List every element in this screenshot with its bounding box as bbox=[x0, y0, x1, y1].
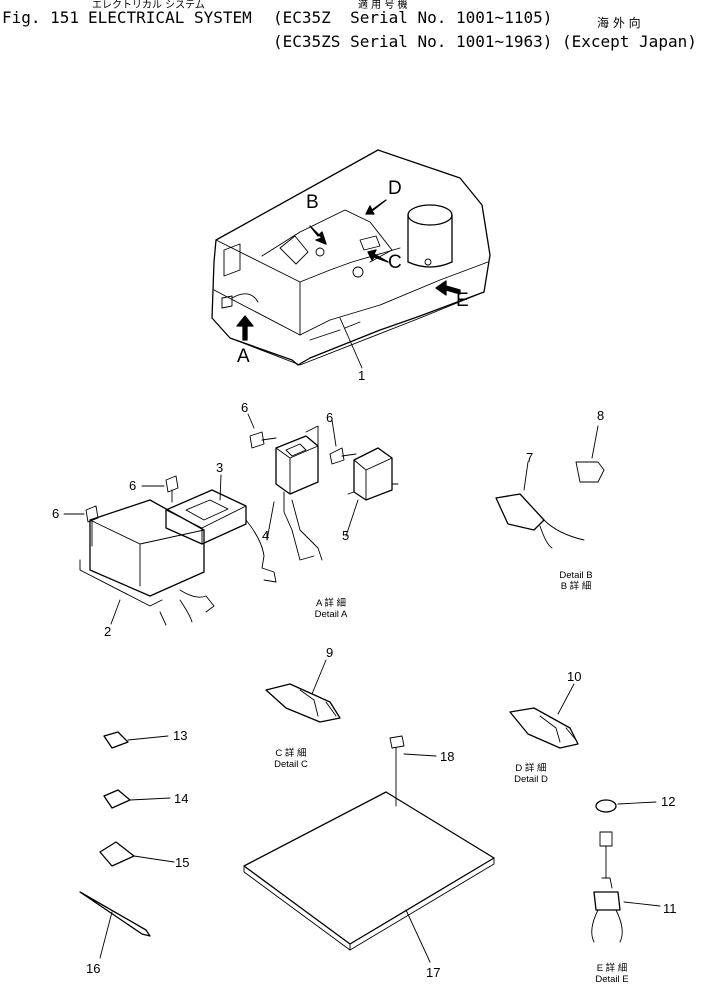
detail-e-label: Detail E bbox=[595, 974, 629, 985]
detail-b-drawing bbox=[495, 425, 605, 549]
part-number-5: 5 bbox=[342, 528, 350, 543]
serial-line-1: (EC35Z Serial No. 1001~1105) bbox=[273, 8, 553, 27]
part-number-11: 11 bbox=[663, 901, 677, 916]
view-letter-b: B bbox=[306, 192, 319, 213]
part-number-13: 13 bbox=[173, 728, 188, 743]
arrow-b-icon bbox=[309, 225, 327, 245]
detail-c-label: Detail C bbox=[274, 759, 308, 770]
arrow-d-icon bbox=[365, 199, 387, 215]
part-number-3: 3 bbox=[216, 460, 224, 475]
plate-drawing bbox=[243, 735, 495, 963]
detail-e-drawing bbox=[591, 799, 661, 943]
arrow-c-icon bbox=[367, 249, 389, 263]
detail-c-caption: C 詳 細 Detail C bbox=[266, 748, 316, 770]
detail-b-label: Detail B bbox=[559, 570, 593, 581]
part-number-2: 2 bbox=[104, 624, 112, 639]
detail-c-jp: C 詳 細 bbox=[275, 748, 307, 759]
part-number-18: 18 bbox=[440, 749, 455, 764]
view-letter-e: E bbox=[456, 290, 469, 311]
detail-e-caption: E 詳 細 Detail E bbox=[587, 963, 637, 985]
part-number-6c: 6 bbox=[241, 400, 249, 415]
part-number-6a: 6 bbox=[52, 506, 60, 521]
detail-d-label: Detail D bbox=[514, 774, 548, 785]
detail-a-jp: A 詳 細 bbox=[315, 598, 347, 609]
part-number-10: 10 bbox=[567, 669, 582, 684]
part-number-6d: 6 bbox=[326, 410, 334, 425]
part-number-8: 8 bbox=[597, 408, 605, 423]
detail-b-caption: Detail B B 詳 細 bbox=[551, 570, 601, 592]
arrow-a-icon bbox=[236, 315, 254, 341]
detail-a-drawing bbox=[63, 413, 399, 626]
detail-d-jp: D 詳 細 bbox=[515, 763, 547, 774]
detail-d-drawing bbox=[509, 683, 579, 749]
header-jp-overseas: 海 外 向 bbox=[597, 16, 641, 30]
part-number-16: 16 bbox=[86, 961, 101, 976]
detail-a-caption: A 詳 細 Detail A bbox=[306, 598, 356, 620]
part-number-7: 7 bbox=[526, 450, 534, 465]
view-letter-d: D bbox=[388, 178, 402, 199]
machine-body-drawing bbox=[211, 149, 491, 366]
part-number-15: 15 bbox=[175, 855, 190, 870]
figure-label: Fig. 151 bbox=[2, 8, 80, 27]
header-jp-applicable: 適 用 号 機 bbox=[358, 0, 408, 11]
part-number-1: 1 bbox=[358, 368, 366, 383]
view-letter-a: A bbox=[237, 346, 250, 367]
clamps-drawing bbox=[79, 731, 175, 959]
figure-title: ELECTRICAL SYSTEM bbox=[88, 8, 252, 27]
part-number-4: 4 bbox=[262, 528, 270, 543]
part-number-9: 9 bbox=[326, 645, 334, 660]
arrow-e-icon bbox=[435, 280, 461, 296]
detail-c-drawing bbox=[265, 659, 341, 723]
detail-e-jp: E 詳 細 bbox=[596, 963, 628, 974]
part-number-12: 12 bbox=[661, 794, 676, 809]
part-number-17: 17 bbox=[426, 965, 441, 980]
detail-a-label: Detail A bbox=[314, 609, 348, 620]
detail-b-jp: B 詳 細 bbox=[560, 581, 592, 592]
part-number-14: 14 bbox=[174, 791, 189, 806]
detail-d-caption: D 詳 細 Detail D bbox=[506, 763, 556, 785]
header-jp-title: エレクトリカル システム bbox=[92, 0, 205, 11]
serial-line-2: (EC35ZS Serial No. 1001~1963) (Except Ja… bbox=[273, 32, 697, 51]
part-number-6b: 6 bbox=[129, 478, 137, 493]
view-letter-c: C bbox=[388, 252, 402, 273]
